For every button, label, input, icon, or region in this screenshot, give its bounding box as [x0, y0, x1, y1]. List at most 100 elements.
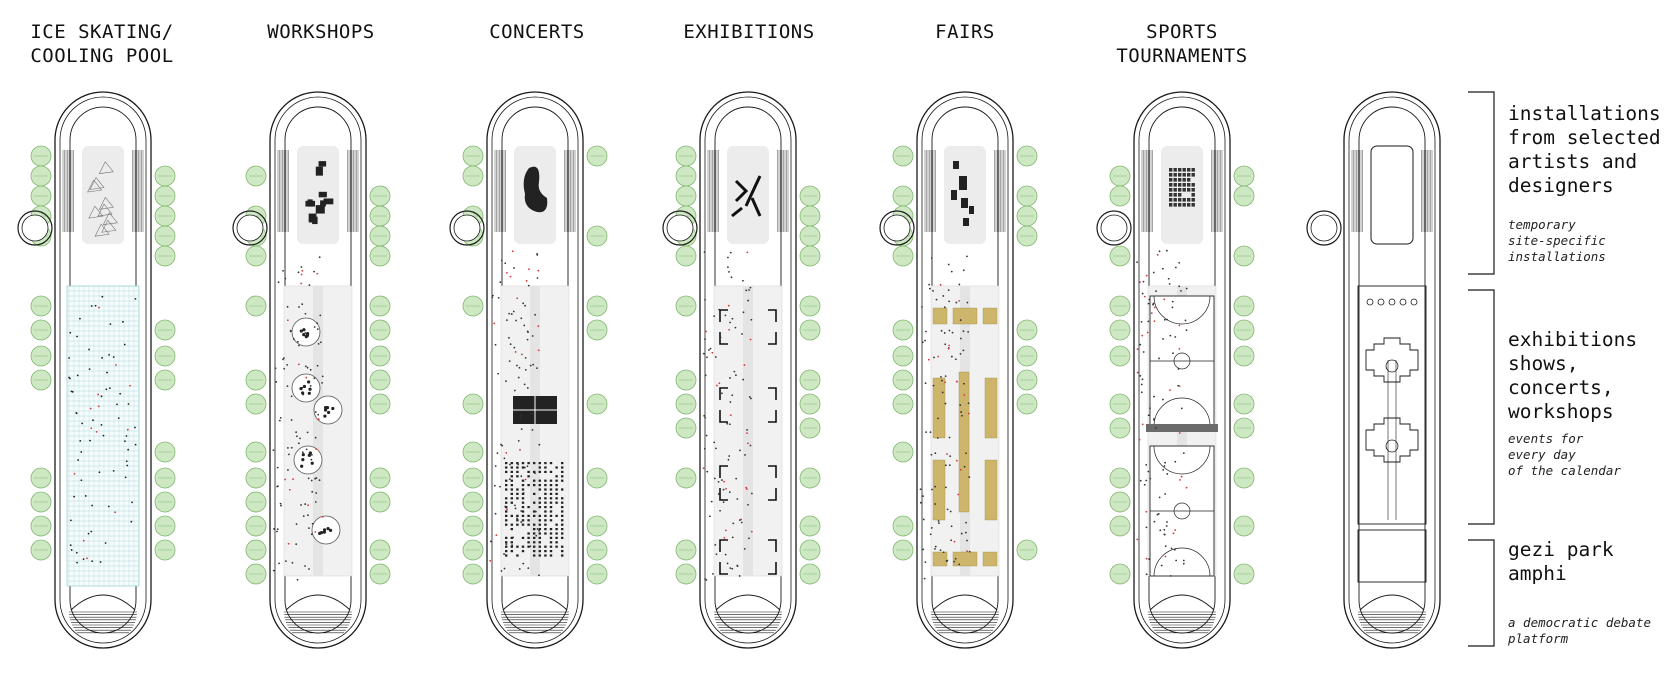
tree: [245, 245, 267, 267]
tree: [799, 515, 821, 537]
tree: [30, 185, 52, 207]
installation-frame: [1370, 145, 1414, 245]
tree: [30, 145, 52, 167]
tree: [462, 165, 484, 187]
tree: [245, 393, 267, 415]
installation-panel: [727, 146, 769, 244]
tree: [586, 295, 608, 317]
tree: [675, 539, 697, 561]
fair-stall: [984, 459, 998, 521]
tree: [1109, 245, 1131, 267]
workshop-table: [293, 445, 323, 475]
tree: [1109, 295, 1131, 317]
tree: [245, 491, 267, 513]
tree: [369, 245, 391, 267]
tree: [245, 563, 267, 585]
tree: [892, 515, 914, 537]
tree: [586, 145, 608, 167]
tree: [1109, 515, 1131, 537]
tree: [892, 539, 914, 561]
tree: [369, 345, 391, 367]
fair-stall: [932, 459, 946, 521]
amphi-seating: [1148, 594, 1216, 634]
workshop-table: [291, 317, 321, 347]
tree: [675, 393, 697, 415]
tree: [369, 393, 391, 415]
tree: [675, 185, 697, 207]
tree: [586, 319, 608, 341]
event-frame: [1357, 285, 1427, 525]
tree: [30, 515, 52, 537]
tree: [892, 185, 914, 207]
capsule-plans: [17, 91, 1441, 649]
tree: [154, 467, 176, 489]
tree: [369, 369, 391, 391]
tree: [30, 539, 52, 561]
legend-bracket-3: [1468, 539, 1495, 647]
column-title-concerts: CONCERTS: [489, 21, 585, 43]
ring-loop: [232, 210, 268, 246]
column-title-fairs: FAIRS: [935, 21, 995, 43]
tree: [30, 345, 52, 367]
tree: [462, 563, 484, 585]
tree: [1109, 319, 1131, 341]
tree: [1233, 563, 1255, 585]
tree: [1016, 539, 1038, 561]
tree: [586, 539, 608, 561]
fair-stall: [982, 551, 998, 567]
installation-panel: [82, 146, 124, 244]
tree: [892, 145, 914, 167]
tree: [30, 369, 52, 391]
tree: [462, 441, 484, 463]
fair-stall: [984, 377, 998, 439]
capsule-exhibitions: [662, 91, 821, 649]
tree: [1016, 369, 1038, 391]
tree: [892, 345, 914, 367]
tree: [799, 205, 821, 227]
tree: [369, 319, 391, 341]
ring-loop: [662, 210, 698, 246]
capsule-blank: [1306, 91, 1441, 649]
ring-loop: [449, 210, 485, 246]
tree: [245, 165, 267, 187]
tree: [1233, 417, 1255, 439]
ring-loop: [1306, 210, 1342, 246]
tree: [1233, 185, 1255, 207]
tree: [245, 441, 267, 463]
tree: [245, 467, 267, 489]
tree: [154, 319, 176, 341]
sculpture: [523, 166, 548, 213]
legend-bracket-1: [1468, 91, 1495, 275]
fair-stall: [952, 307, 978, 325]
tree: [1016, 225, 1038, 247]
capsule-ice: [17, 91, 176, 649]
workshop-table: [313, 395, 343, 425]
tree: [462, 295, 484, 317]
ring-loop: [17, 210, 53, 246]
tree: [1233, 393, 1255, 415]
tree: [799, 563, 821, 585]
tree: [462, 467, 484, 489]
tree: [369, 539, 391, 561]
tree: [369, 225, 391, 247]
tree: [1233, 345, 1255, 367]
tree-rows: [1109, 165, 1255, 585]
tree: [1109, 563, 1131, 585]
tree: [1016, 205, 1038, 227]
ring-loop: [1096, 210, 1132, 246]
fair-stall: [982, 307, 998, 325]
amphi-seating: [714, 594, 782, 634]
tree: [154, 245, 176, 267]
legend-bracket-2: [1468, 289, 1495, 525]
fair-stall: [932, 551, 948, 567]
tree: [245, 539, 267, 561]
tree: [154, 539, 176, 561]
tree: [892, 369, 914, 391]
tree: [245, 295, 267, 317]
fair-stall: [932, 377, 946, 439]
installation-panel: [944, 146, 986, 244]
tree: [1016, 393, 1038, 415]
tree: [154, 165, 176, 187]
